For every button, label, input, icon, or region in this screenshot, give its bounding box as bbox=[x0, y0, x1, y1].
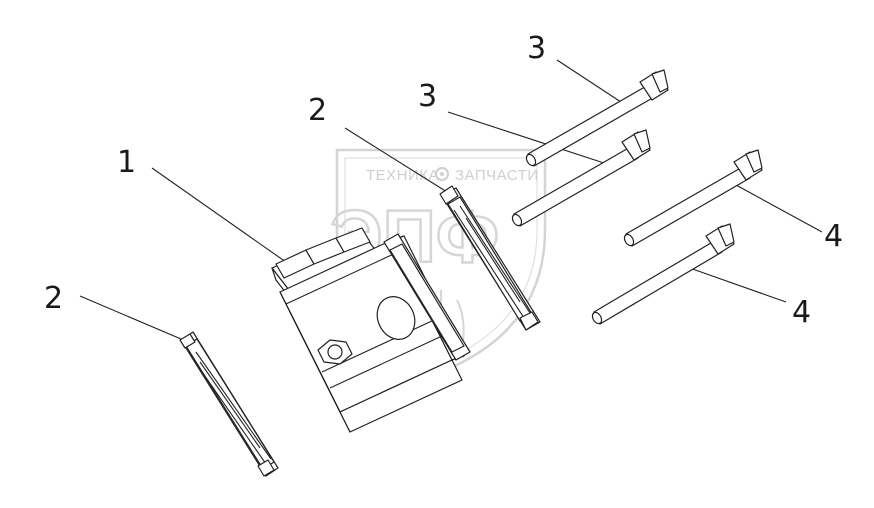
part-1-pump-housing bbox=[271, 227, 471, 433]
callout-1: 1 bbox=[117, 145, 136, 180]
part-3-lower-bolt bbox=[511, 129, 651, 227]
watermark-text-left: ТЕХНИКА bbox=[366, 167, 439, 184]
leader-2-top bbox=[344, 127, 448, 193]
part-4-lower-bolt bbox=[591, 223, 735, 325]
callout-2-top: 2 bbox=[308, 93, 327, 128]
callout-2-left: 2 bbox=[44, 281, 63, 316]
leader-lines bbox=[79, 59, 823, 343]
gear-icon bbox=[435, 167, 449, 181]
callout-4-lower: 4 bbox=[792, 295, 811, 330]
leader-2-left bbox=[79, 295, 189, 343]
part-2-top-gasket bbox=[439, 185, 541, 331]
leader-3-lower bbox=[447, 111, 611, 166]
callout-4-upper: 4 bbox=[824, 219, 843, 254]
leader-4-lower bbox=[683, 265, 787, 303]
part-3-upper-bolt bbox=[525, 69, 669, 167]
part-2-left-gasket bbox=[179, 331, 279, 477]
callouts: 1 2 2 3 3 4 4 bbox=[44, 31, 843, 330]
part-4-upper-bolt bbox=[623, 149, 763, 247]
callout-3-upper: 3 bbox=[527, 31, 546, 66]
leader-3-upper bbox=[556, 59, 625, 105]
watermark-text-right: ЗАПЧАСТИ bbox=[455, 167, 539, 184]
leader-4-upper bbox=[735, 184, 823, 233]
callout-3-lower: 3 bbox=[418, 79, 437, 114]
